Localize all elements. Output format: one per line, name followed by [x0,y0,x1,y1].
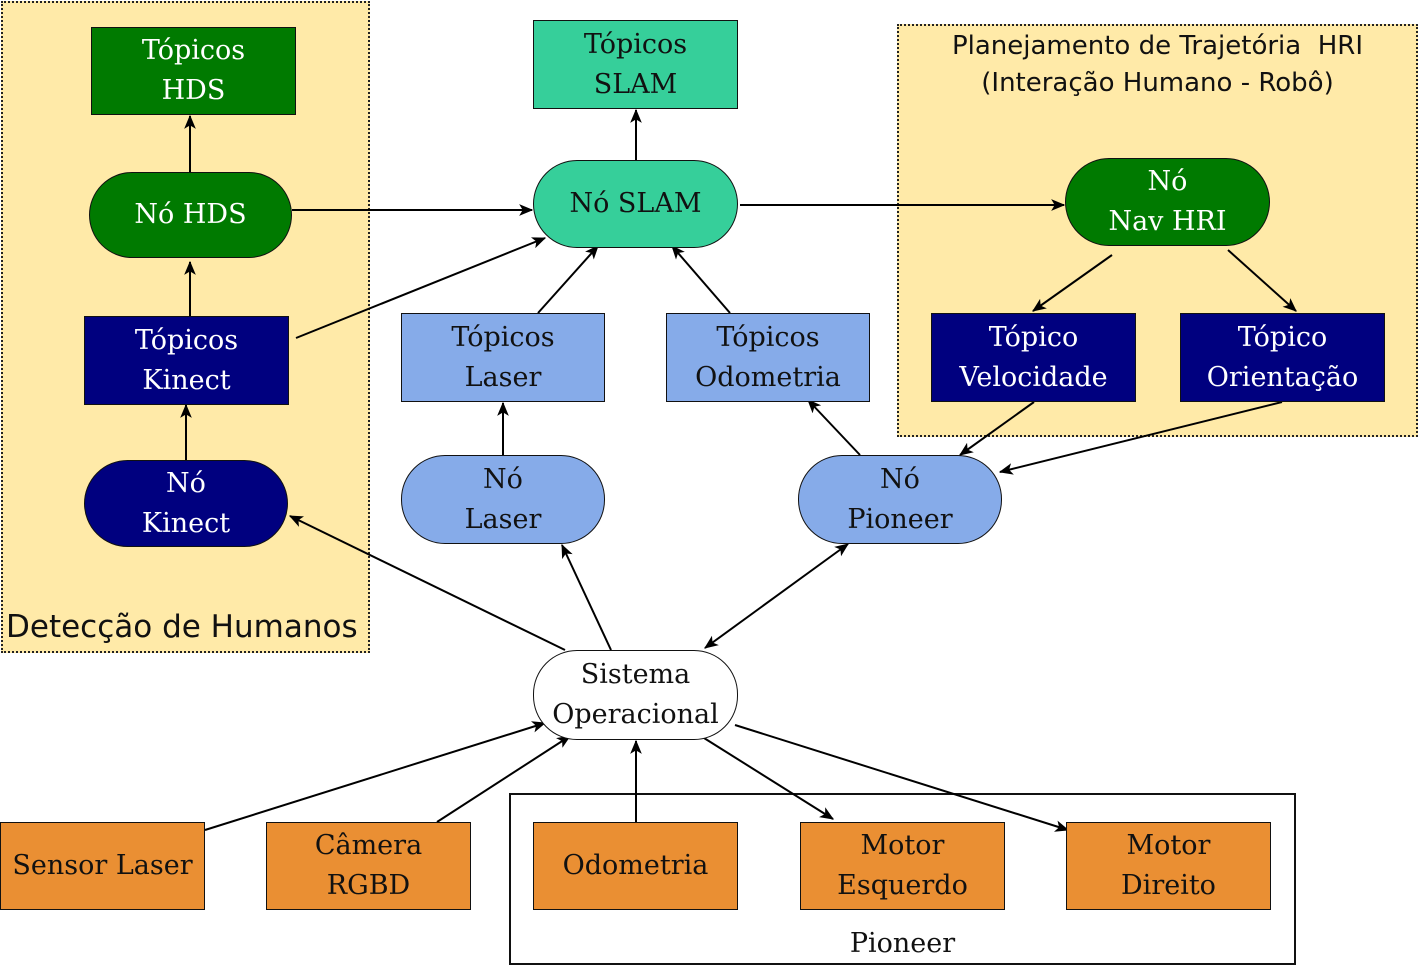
rgbd-camera-line1: Câmera [314,830,423,861]
laser-node-line1: Nó [483,463,523,495]
kinect-topics-line2: Kinect [142,364,231,396]
edge-os-to-laser-node [561,543,612,651]
velocity-topic-line2: Velocidade [959,361,1108,393]
laser-sensor-label: Sensor Laser [12,850,193,881]
hds-topics-line2: HDS [161,75,226,106]
laser-topics-box[interactable]: Tópicos Laser [401,313,605,402]
edge-os-pioneer-node-bidirectional [704,543,849,649]
hds-topics-line1: Tópicos [141,35,246,66]
kinect-node-line2: Kinect [141,507,231,539]
orientation-topic-line2: Orientação [1206,361,1359,393]
region-hri-planning-title-line2: (Interação Humano - Robô) [981,68,1334,98]
odometry-topics-box[interactable]: Tópicos Odometria [666,313,870,402]
edge-nav-hri-node-to-velocity-topic [1032,254,1113,312]
slam-topics-box[interactable]: Tópicos SLAM [533,20,738,109]
slam-node-label: Nó SLAM [569,188,702,219]
edge-orientation-topic-to-pioneer-node [998,401,1283,475]
right-motor-box[interactable]: Motor Direito [1066,822,1271,910]
region-human-detection-title: Detecção de Humanos [6,609,358,645]
odometry-hw-label: Odometria [562,850,709,881]
left-motor-line1: Motor [860,830,945,861]
edge-os-to-kinect-node [288,515,566,651]
kinect-topics-line1: Tópicos [134,324,239,356]
edge-os-to-right-motor [734,724,1070,832]
operating-system-line2: Operacional [552,699,719,730]
edge-pioneer-node-to-odometry-topics [807,399,861,456]
odometry-topics-line1: Tópicos [716,321,820,353]
edge-laser-sensor-to-os [204,721,547,831]
kinect-node-line1: Nó [166,467,206,499]
slam-topics-line1: Tópicos [583,28,688,60]
left-motor-box[interactable]: Motor Esquerdo [800,822,1005,910]
edge-os-to-left-motor [703,737,834,820]
nav-hri-node-line1: Nó [1147,166,1188,197]
region-pioneer: Pioneer [509,793,1296,965]
odometry-hw-box[interactable]: Odometria [533,822,738,910]
edge-kinect-topics-to-slam-node [295,237,547,339]
laser-node[interactable]: Nó Laser [401,455,605,544]
edge-nav-hri-node-to-orientation-topic [1227,249,1297,312]
hds-node-label: Nó HDS [134,199,247,230]
edge-rgbd-camera-to-os [436,735,571,823]
operating-system-line1: Sistema [580,659,691,690]
velocity-topic-box[interactable]: Tópico Velocidade [931,313,1136,402]
slam-topics-line2: SLAM [593,68,678,100]
orientation-topic-line1: Tópico [1237,321,1328,353]
operating-system-node[interactable]: Sistema Operacional [533,650,738,740]
slam-node[interactable]: Nó SLAM [533,160,738,248]
region-hri-planning-title: Planejamento de Trajetória HRI (Interaçã… [899,28,1416,102]
edge-velocity-topic-to-pioneer-node [959,401,1035,456]
rgbd-camera-line2: RGBD [326,870,411,901]
right-motor-line2: Direito [1121,870,1216,901]
odometry-topics-line2: Odometria [695,361,841,393]
laser-sensor-box[interactable]: Sensor Laser [0,822,205,910]
right-motor-line1: Motor [1126,830,1211,861]
left-motor-line2: Esquerdo [837,870,968,901]
pioneer-node-line1: Nó [880,463,920,495]
region-hri-planning-title-line1: Planejamento de Trajetória HRI [951,31,1364,61]
kinect-node[interactable]: Nó Kinect [84,460,288,547]
hds-topics-box[interactable]: Tópicos HDS [91,27,296,115]
velocity-topic-line1: Tópico [988,321,1079,353]
pioneer-node[interactable]: Nó Pioneer [798,455,1002,544]
pioneer-node-line2: Pioneer [847,503,953,535]
kinect-topics-box[interactable]: Tópicos Kinect [84,316,289,405]
laser-topics-line1: Tópicos [451,321,555,353]
laser-node-line2: Laser [464,503,542,535]
laser-topics-line2: Laser [464,361,542,393]
edge-laser-topics-to-slam-node [537,245,599,314]
hds-node[interactable]: Nó HDS [89,172,292,258]
nav-hri-node[interactable]: Nó Nav HRI [1065,158,1270,246]
nav-hri-node-line2: Nav HRI [1108,206,1227,237]
region-pioneer-title: Pioneer [849,928,956,959]
orientation-topic-box[interactable]: Tópico Orientação [1180,313,1385,402]
rgbd-camera-box[interactable]: Câmera RGBD [266,822,471,910]
edge-odometry-topics-to-slam-node [671,245,731,314]
